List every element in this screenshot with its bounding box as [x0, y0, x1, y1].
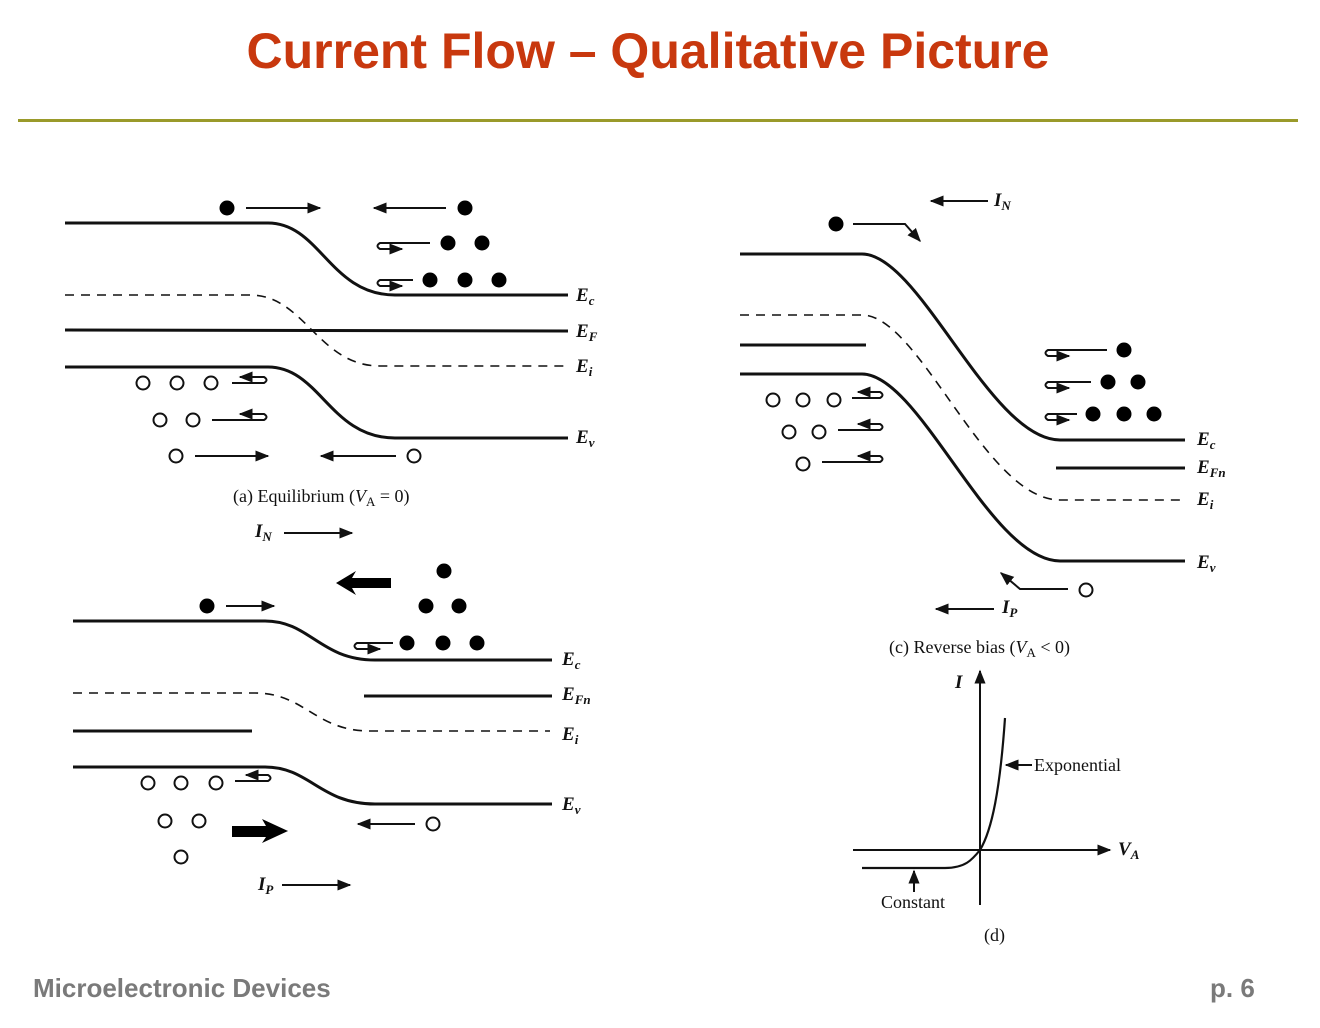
hole — [173, 775, 189, 791]
panel-a-ef-label: EF — [575, 321, 598, 344]
panel-c-ec-line — [740, 252, 1185, 442]
electron — [436, 563, 452, 579]
panel-b-ec-label: Ec — [561, 649, 581, 672]
hole — [208, 775, 224, 791]
iv-curve — [862, 717, 1007, 870]
electron — [418, 598, 434, 614]
panel-a-equilibrium: Ec EF Ei Ev (a) Equilibrium (VA = 0) — [64, 200, 598, 509]
panel-b-ec-line — [73, 619, 552, 662]
panel-a-ec-label: Ec — [575, 285, 595, 308]
electron — [451, 598, 467, 614]
hole — [152, 412, 168, 428]
hole — [168, 448, 184, 464]
hole — [1078, 582, 1094, 598]
panel-a-ec-line — [65, 221, 568, 297]
panel-a-caption: (a) Equilibrium (VA = 0) — [233, 486, 410, 509]
hole — [169, 375, 185, 391]
footer-course-title: Microelectronic Devices — [33, 973, 331, 1003]
i-axis-label: I — [954, 672, 963, 693]
electron — [199, 598, 215, 614]
panel-c-reverse-bias: IN Ec EFn Ei Ev IP (c) Reverse — [740, 190, 1226, 660]
electron — [1116, 342, 1132, 358]
slide-title: Current Flow – Qualitative Picture — [246, 23, 1050, 79]
exponential-label: Exponential — [1034, 755, 1121, 775]
panel-c-ei-line — [740, 314, 1185, 501]
constant-label: Constant — [881, 892, 945, 912]
panel-c-in-label: IN — [993, 190, 1011, 213]
panel-b-ev-line — [73, 765, 552, 806]
electron — [491, 272, 507, 288]
title-divider — [18, 119, 1298, 122]
panel-b-in-label: IN — [254, 521, 272, 544]
panel-a-ev-label: Ev — [575, 427, 595, 450]
panel-c-efn-label: EFn — [1196, 457, 1226, 480]
thick-arrow-left — [336, 571, 391, 595]
electron — [219, 200, 235, 216]
panel-b-ip-label: IP — [257, 874, 274, 897]
panel-a-ev-line — [65, 365, 568, 440]
electron — [1085, 406, 1101, 422]
panel-a-ei-label: Ei — [575, 356, 593, 379]
panel-c-ev-line — [740, 372, 1185, 563]
hole — [157, 813, 173, 829]
panel-b-ei-label: Ei — [561, 724, 579, 747]
panel-a-ef-line — [64, 328, 569, 333]
electron — [1146, 406, 1162, 422]
footer-page-number: p. 6 — [1210, 973, 1255, 1003]
panel-c-ip-label: IP — [1001, 597, 1018, 620]
electron — [435, 635, 451, 651]
panel-c-ev-label: Ev — [1196, 552, 1216, 575]
electron — [399, 635, 415, 651]
electron — [1100, 374, 1116, 390]
hole — [795, 456, 811, 472]
hole — [795, 392, 811, 408]
panel-b-forward-bias: IN Ec EFn Ei Ev IP — [73, 521, 591, 897]
electron — [457, 272, 473, 288]
panel-b-efn-label: EFn — [561, 684, 591, 707]
panel-b-ev-label: Ev — [561, 794, 581, 817]
hole — [191, 813, 207, 829]
hole — [765, 392, 781, 408]
hole — [425, 816, 441, 832]
hole — [406, 448, 422, 464]
va-axis-label: VA — [1118, 839, 1140, 862]
panel-d-caption: (d) — [984, 925, 1005, 946]
panel-c-ec-label: Ec — [1196, 429, 1216, 452]
electron — [1130, 374, 1146, 390]
panel-b-ei-line — [73, 692, 550, 732]
panel-c-caption: (c) Reverse bias (VA < 0) — [889, 637, 1070, 660]
electron — [422, 272, 438, 288]
hole — [811, 424, 827, 440]
thick-arrow-right — [232, 819, 288, 843]
electron — [828, 216, 844, 232]
electron — [474, 235, 490, 251]
hole — [140, 775, 156, 791]
electron — [469, 635, 485, 651]
hole — [185, 412, 201, 428]
hole — [173, 849, 189, 865]
hole — [826, 392, 842, 408]
electron — [457, 200, 473, 216]
hole — [781, 424, 797, 440]
hole — [203, 375, 219, 391]
hole — [135, 375, 151, 391]
panel-c-ei-label: Ei — [1196, 489, 1214, 512]
panel-d-iv-curve: I VA Exponential Constant (d) — [853, 669, 1140, 946]
electron — [440, 235, 456, 251]
electron — [1116, 406, 1132, 422]
